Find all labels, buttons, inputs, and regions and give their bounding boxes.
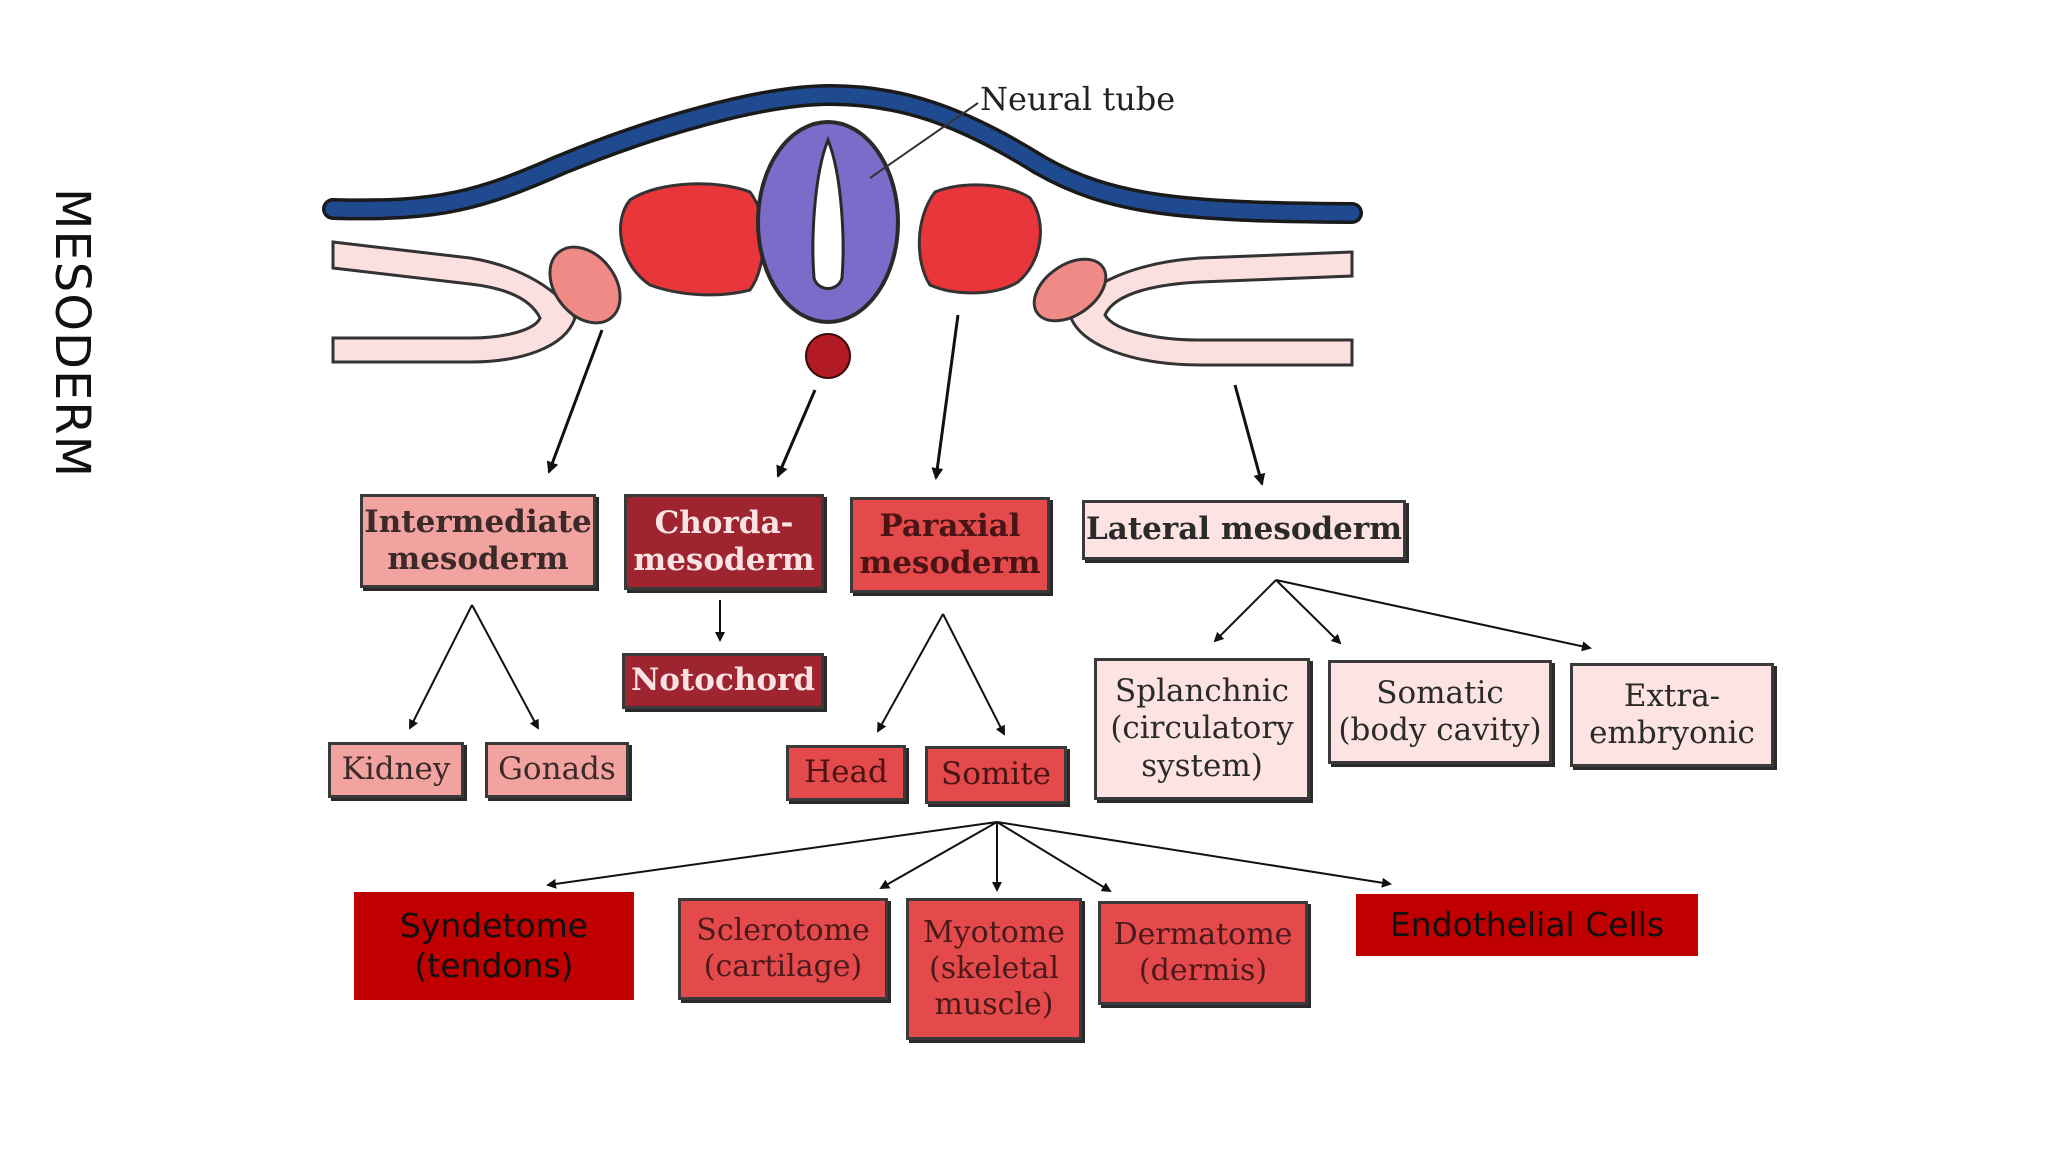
paraxial-mesoderm-left — [618, 182, 765, 297]
arrow-to-paraxial — [931, 314, 960, 480]
somite-box: Somite — [925, 746, 1067, 804]
lateral-mesoderm-box: Lateral mesoderm — [1082, 500, 1406, 560]
paraxial-mesoderm-right — [917, 183, 1042, 295]
neural-tube-label: Neural tube — [980, 80, 1176, 118]
dermatome-box: Dermatome (dermis) — [1098, 901, 1308, 1005]
splanchnic-box: Splanchnic (circulatory system) — [1094, 658, 1310, 800]
arrow-to-chorda — [776, 389, 817, 478]
arrow-to-lateral — [1233, 384, 1266, 486]
intermediate-mesoderm-left — [548, 245, 622, 325]
myotome-box: Myotome (skeletal muscle) — [906, 898, 1082, 1040]
kidney-box: Kidney — [328, 742, 464, 798]
extra-embryonic-box: Extra- embryonic — [1570, 663, 1774, 767]
gonads-box: Gonads — [485, 742, 629, 798]
syndetome-box: Syndetome (tendons) — [354, 892, 634, 1000]
sclerotome-box: Sclerotome (cartilage) — [678, 898, 888, 1000]
head-box: Head — [786, 745, 906, 801]
lateral-plate-right — [1068, 250, 1354, 367]
paraxial-mesoderm-box: Paraxial mesoderm — [850, 497, 1050, 593]
endothelial-cells-box: Endothelial Cells — [1356, 894, 1698, 956]
somatic-box: Somatic (body cavity) — [1328, 660, 1552, 764]
chorda-mesoderm-box: Chorda- mesoderm — [624, 494, 824, 590]
notochord-dot — [805, 333, 851, 379]
arrow-to-intermediate — [546, 329, 604, 474]
intermediate-mesoderm-box: Intermediate mesoderm — [360, 494, 596, 588]
neural-tube-leader — [869, 102, 979, 179]
notochord-box: Notochord — [622, 653, 824, 709]
intermediate-mesoderm-right — [1032, 257, 1108, 323]
lateral-plate-left — [331, 240, 577, 364]
